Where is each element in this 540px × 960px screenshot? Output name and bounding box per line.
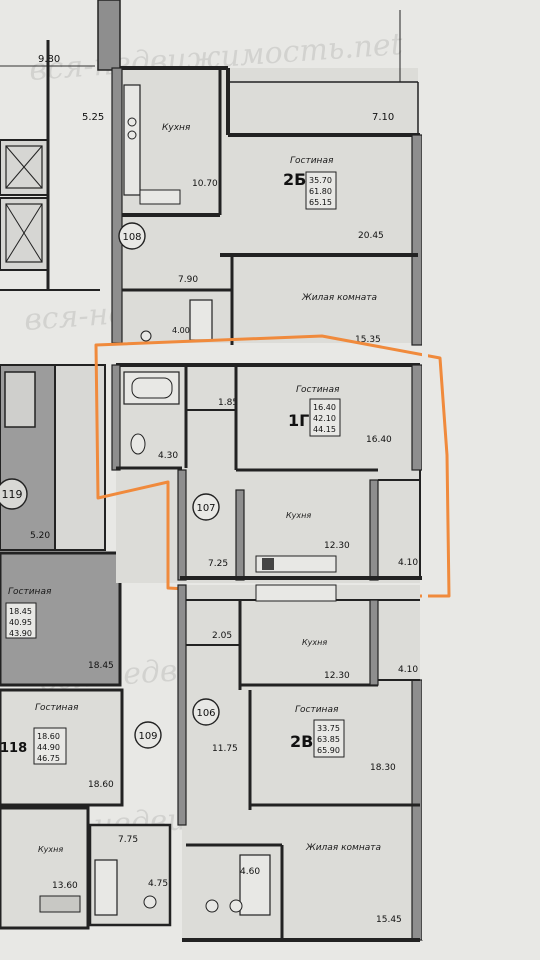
apartment-106: 2.05 Кухня 12.30 4.10 106 11.75 Гостиная… [177,584,423,942]
apt-107-living-area: 16.40 [366,435,392,445]
apt-118-area-2: 44.90 [37,743,60,752]
apt-106-living-area: 18.30 [370,763,396,773]
bathtub-108 [189,299,213,341]
apt-118-bath-area: 4.75 [148,879,168,889]
apt-107-balcony-area: 4.10 [398,558,418,568]
apt-106-bedroom-area: 15.45 [376,915,402,925]
apt-119-area-3: 43.90 [9,629,32,638]
left-building-section: 9.80 5.25 119 5.20 Гостиная 18.45 40.95 … [0,40,172,930]
bathtub-107 [123,371,180,405]
apt-108-area-2: 61.80 [309,187,332,196]
apt-118-kitchen-area: 13.60 [52,881,78,891]
apt-109-tag-text: 109 [138,731,157,742]
apt-119-area-1: 18.45 [9,607,32,616]
apt-107-area-2: 42.10 [313,414,336,423]
apt-106-kitchen-label: Кухня [302,638,327,647]
apt-107-area-3: 44.15 [313,425,336,434]
dim-shaft: 5.25 [82,112,104,123]
apt-108-kitchen-area: 10.70 [192,179,218,189]
bathtub-106 [239,854,271,916]
apt-119-tag [0,478,28,510]
apt-118-living-label: Гостиная [35,703,79,713]
kitchen-counter-107 [255,555,337,573]
apt-106-wc-area: 2.05 [212,631,232,641]
apt-107-wc-area: 1.85 [218,398,238,408]
apt-106-living-label: Гостиная [295,705,339,715]
apt-106-bedroom-label: Жилая комната [305,843,381,853]
apt-118-area-1: 18.60 [37,732,60,741]
apt-106-balcony-area: 4.10 [398,665,418,675]
apt-108-living-label: Гостиная [290,156,334,166]
apt-108-bedroom-area: 15.35 [355,335,381,345]
apt-107-hall-area: 7.25 [208,559,228,569]
apt-106-type: 2В [290,732,313,751]
apt-107-bath-area: 4.30 [158,451,178,461]
apt-108-area-3: 65.15 [309,198,332,207]
apartment-108: 7.10 Кухня 10.70 Гостиная 2Б 35.70 61.80… [97,0,423,346]
apt-108-tag-text: 108 [122,232,141,243]
apt-118-living-area: 18.60 [88,780,114,790]
apt-107-kitchen-area: 12.30 [324,541,350,551]
apt-108-bath-area: 4.00 [172,326,190,335]
kitchen-counter-106 [255,584,337,602]
apt-107-area-1: 16.40 [313,403,336,412]
apt-119-area-2: 40.95 [9,618,32,627]
apt-119-tag-text: 119 [2,488,23,501]
apt-119-small-area: 5.20 [30,531,50,541]
apt-106-tag-text: 106 [196,708,215,719]
apt-106-area-3: 65.90 [317,746,340,755]
apt-107-type: 1Г [288,411,309,430]
apt-108-kitchen-label: Кухня [162,123,191,133]
apt-106-area-2: 63.85 [317,735,340,744]
apt-106-bath-area: 4.60 [240,867,260,877]
apt-119-living-label: Гостиная [8,587,52,597]
apt-108-area-1: 35.70 [309,176,332,185]
apt-119-living-area: 18.45 [88,661,114,671]
apt-106-kitchen-area: 12.30 [324,671,350,681]
apt-118-tag-text: 118 [0,741,27,756]
apt-108-type: 2Б [283,170,306,189]
apt-107-kitchen-label: Кухня [286,511,311,520]
apt-108-living-area: 20.45 [358,231,384,241]
apt-118-kitchen-label: Кухня [38,845,63,854]
apt-107-tag-text: 107 [196,503,215,514]
apt-107-living-label: Гостиная [296,385,340,395]
apt-118-area-3: 46.75 [37,754,60,763]
apt-106-area-1: 33.75 [317,724,340,733]
dim-top-right: 7.10 [372,112,394,123]
apt-118-hall-area: 7.75 [118,835,138,845]
apt-108-hall-area: 7.90 [178,275,198,285]
kitchen-counter [123,84,141,196]
apt-106-hall-area: 11.75 [212,744,238,754]
apartment-107: 4.30 1.85 Гостиная 1Г 16.40 42.10 44.15 … [111,363,423,583]
apt-108-bedroom-label: Жилая комната [301,293,377,303]
